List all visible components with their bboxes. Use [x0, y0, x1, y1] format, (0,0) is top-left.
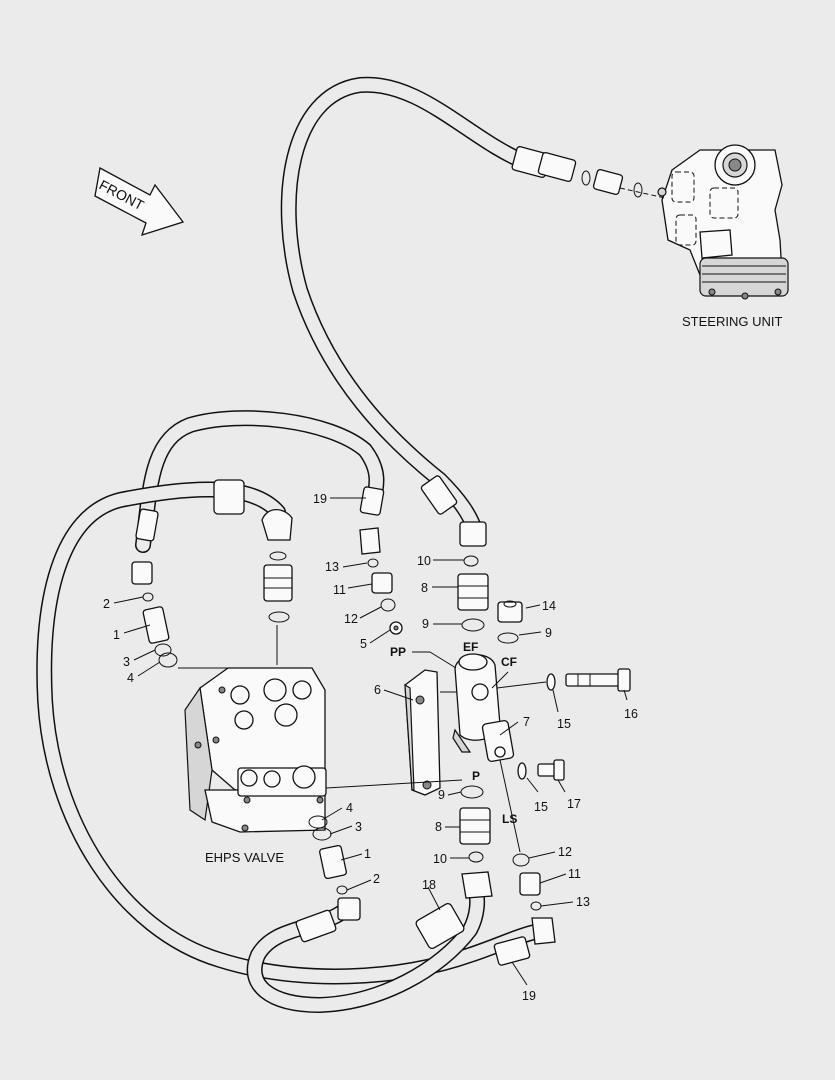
hose-upper-loop: [135, 410, 385, 553]
ehps-valve-caption: EHPS VALVE: [205, 850, 284, 865]
callout-8-top: 8: [421, 581, 428, 595]
center-fittings: [359, 527, 403, 635]
callout-19-top: 19: [313, 492, 327, 506]
callout-14: 14: [542, 599, 556, 613]
callout-9-top: 9: [422, 617, 429, 631]
callout-4-left: 4: [127, 671, 134, 685]
steering-fittings: [537, 151, 666, 199]
callout-12-top: 12: [344, 612, 358, 626]
callout-15-top: 15: [557, 717, 571, 731]
leader-lines: [113, 497, 628, 986]
valve-top-fittings: [261, 508, 293, 665]
hose-steering-to-ef: [280, 76, 533, 538]
left-fittings: [131, 561, 262, 669]
callout-5: 5: [360, 637, 367, 651]
cf-plug: [497, 600, 523, 644]
steering-unit: [657, 144, 789, 300]
manifold-block: [452, 653, 515, 762]
ef-fittings: [457, 521, 489, 632]
callout-17: 17: [567, 797, 581, 811]
port-tag-pp: PP: [390, 645, 406, 659]
right-valve-fittings: [308, 815, 361, 921]
hose-lower-loop: [246, 882, 486, 1013]
callout-9-cf: 9: [545, 626, 552, 640]
callout-8-bot: 8: [435, 820, 442, 834]
port-tag-cf: CF: [501, 655, 517, 669]
callout-3-left: 3: [123, 655, 130, 669]
bracket: [404, 669, 465, 796]
ls-fittings: [499, 759, 556, 945]
callout-6: 6: [374, 683, 381, 697]
callout-2-right: 2: [373, 872, 380, 886]
callout-7: 7: [523, 715, 530, 729]
callout-11-bot: 11: [568, 867, 581, 881]
front-arrow: FRONT: [94, 167, 185, 237]
port-tags: PP EF CF P LS: [390, 640, 517, 826]
callout-1-right: 1: [364, 847, 371, 861]
bolt-short: [517, 759, 565, 781]
bolt-long: [496, 668, 631, 692]
callout-10-bot: 10: [433, 852, 447, 866]
callouts: 19 13 11 12 5 10 8 9 14 9 2 1 3 4 6 7 15…: [103, 492, 638, 1003]
port-tag-ls: LS: [502, 812, 517, 826]
hose-ferrules: [135, 146, 551, 966]
callout-4-right: 4: [346, 801, 353, 815]
port-tag-p: P: [472, 769, 480, 783]
callout-13-bot: 13: [576, 895, 590, 909]
steering-unit-caption: STEERING UNIT: [682, 314, 782, 329]
callout-11-top: 11: [333, 583, 346, 597]
port-tag-ef: EF: [463, 640, 478, 654]
callout-15-bot: 15: [534, 800, 548, 814]
ehps-valve: [184, 667, 327, 833]
callout-3-right: 3: [355, 820, 362, 834]
callout-13-top: 13: [325, 560, 339, 574]
callout-9-bot: 9: [438, 788, 445, 802]
callout-12-bot: 12: [558, 845, 572, 859]
callout-2-left: 2: [103, 597, 110, 611]
callout-18: 18: [422, 878, 436, 892]
callout-1-left: 1: [113, 628, 120, 642]
callout-10-top: 10: [417, 554, 431, 568]
callout-16: 16: [624, 707, 638, 721]
callout-19-bot: 19: [522, 989, 536, 1003]
p-fittings: [325, 779, 493, 899]
